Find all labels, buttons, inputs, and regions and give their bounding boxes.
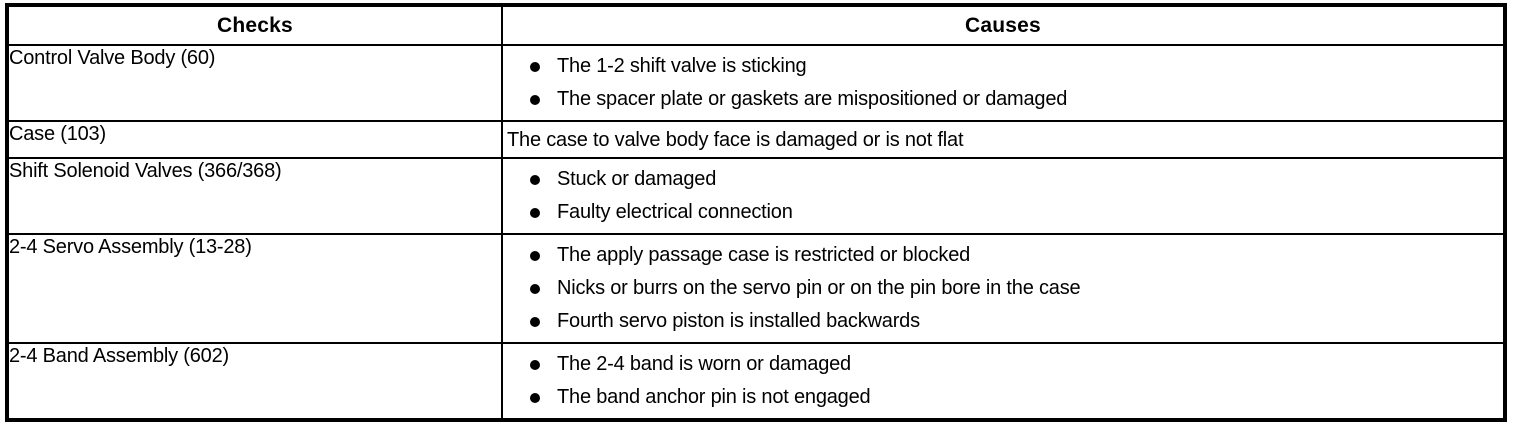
table-header-row: Checks Causes [6, 4, 1506, 46]
causes-list: Stuck or damaged Faulty electrical conne… [503, 159, 1503, 233]
cause-item: Fourth servo piston is installed backwar… [503, 305, 1497, 338]
bullet-icon [530, 250, 540, 261]
table-row-servo-assembly: 2-4 Servo Assembly (13-28) The apply pas… [6, 233, 1506, 344]
cause-item: The spacer plate or gaskets are misposit… [503, 83, 1497, 116]
bullet-icon [530, 174, 540, 185]
cause-item: The band anchor pin is not engaged [503, 381, 1497, 414]
check-cell: Control Valve Body (60) [6, 44, 503, 122]
cause-item: Faulty electrical connection [503, 196, 1497, 229]
bullet-icon [530, 316, 540, 327]
cause-item: Stuck or damaged [503, 163, 1497, 196]
bullet-icon [530, 392, 540, 403]
column-header-causes: Causes [501, 4, 1506, 46]
table-row-case: Case (103) The case to valve body face i… [6, 120, 1506, 159]
cause-text: The band anchor pin is not engaged [557, 386, 871, 408]
causes-cell: The 2-4 band is worn or damaged The band… [501, 342, 1506, 421]
cause-text: The spacer plate or gaskets are misposit… [557, 88, 1068, 110]
cause-text: Stuck or damaged [557, 168, 717, 190]
cause-item: The 2-4 band is worn or damaged [503, 348, 1497, 381]
causes-cell: The 1-2 shift valve is sticking The spac… [501, 44, 1506, 122]
bullet-icon [530, 359, 540, 370]
cause-item: Nicks or burrs on the servo pin or on th… [503, 272, 1497, 305]
table-row-band-assembly: 2-4 Band Assembly (602) The 2-4 band is … [6, 342, 1506, 421]
checks-causes-table: Checks Causes Control Valve Body (60) Th… [5, 3, 1507, 422]
bullet-icon [530, 283, 540, 294]
cause-text: Nicks or burrs on the servo pin or on th… [557, 277, 1081, 299]
cause-text: The apply passage case is restricted or … [557, 244, 971, 266]
cause-item: The 1-2 shift valve is sticking [503, 50, 1497, 83]
cause-text: Faulty electrical connection [557, 201, 793, 223]
cause-item: The apply passage case is restricted or … [503, 239, 1497, 272]
check-cell: Case (103) [6, 120, 503, 159]
table-row-control-valve-body: Control Valve Body (60) The 1-2 shift va… [6, 44, 1506, 122]
causes-list: The 1-2 shift valve is sticking The spac… [503, 46, 1503, 120]
causes-list: The apply passage case is restricted or … [503, 235, 1503, 342]
bullet-icon [530, 94, 540, 105]
causes-cell: The apply passage case is restricted or … [501, 233, 1506, 344]
causes-cell: Stuck or damaged Faulty electrical conne… [501, 157, 1506, 235]
check-cell: 2-4 Servo Assembly (13-28) [6, 233, 503, 344]
cause-text: The case to valve body face is damaged o… [507, 129, 964, 151]
cause-text: The 2-4 band is worn or damaged [557, 353, 851, 375]
causes-list: The 2-4 band is worn or damaged The band… [503, 344, 1503, 418]
cause-text: Fourth servo piston is installed backwar… [557, 310, 920, 332]
check-cell: 2-4 Band Assembly (602) [6, 342, 503, 421]
check-cell: Shift Solenoid Valves (366/368) [6, 157, 503, 235]
bullet-icon [530, 61, 540, 72]
table-row-shift-solenoid-valves: Shift Solenoid Valves (366/368) Stuck or… [6, 157, 1506, 235]
bullet-icon [530, 207, 540, 218]
causes-cell: The case to valve body face is damaged o… [501, 120, 1506, 159]
cause-text: The 1-2 shift valve is sticking [557, 55, 807, 77]
column-header-checks: Checks [6, 4, 503, 46]
